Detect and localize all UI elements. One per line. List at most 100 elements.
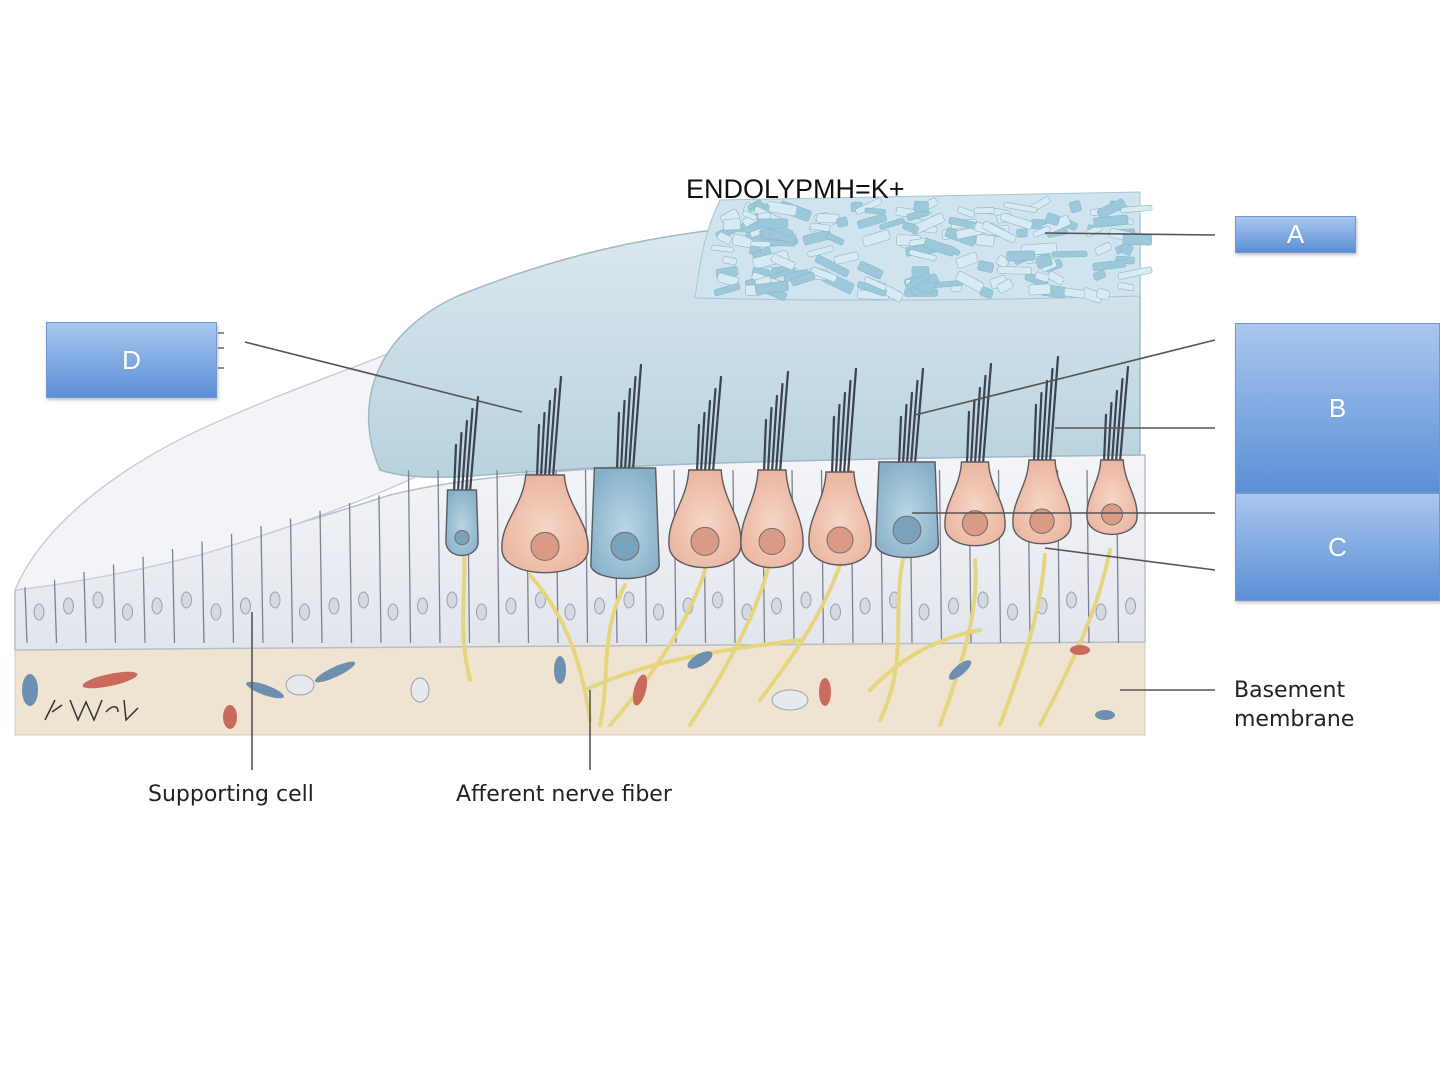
otoconia-crystal (996, 255, 1010, 269)
otoconia-crystal (1063, 287, 1086, 299)
stereocilium (551, 375, 563, 479)
stereocilium (774, 382, 784, 474)
supporting-cell-wall (201, 541, 205, 644)
supporting-cell-wall (112, 564, 117, 644)
stereocilium (535, 423, 541, 479)
supporting-cell-wall (24, 587, 28, 644)
supporting-cell-nuclei (33, 591, 1136, 621)
otoconia-crystal (1035, 254, 1053, 269)
label-basement-line1: Basement (1234, 678, 1346, 703)
otoconia-crystal (742, 210, 758, 221)
otoconia-crystal (713, 283, 741, 297)
otoconia-crystal (955, 252, 979, 269)
supporting-cell-wall (53, 579, 58, 644)
stereocilium (1036, 391, 1043, 464)
otoconia-crystal (863, 276, 887, 291)
otoconia-crystal (754, 280, 789, 295)
supporting-cell-nucleus (269, 591, 281, 609)
label-box-b: B (1235, 323, 1440, 493)
hair-cell-type-2 (874, 461, 940, 559)
hair-cell-type-1 (740, 469, 804, 569)
supporting-cell-wall (378, 495, 382, 644)
stereocilium (631, 363, 643, 472)
otoconia-crystal (1093, 214, 1129, 228)
label-box-a: A (1235, 216, 1356, 253)
stereocilium (452, 443, 458, 494)
supporting-cell-nucleus (918, 603, 930, 621)
stereocilium (460, 419, 469, 494)
otoconia-crystal (857, 260, 884, 280)
otoconia-crystal (1092, 259, 1126, 272)
supporting-cell-nucleus (1066, 591, 1077, 609)
supporting-cell-nucleus (712, 591, 723, 609)
otoconia-crystal (716, 272, 740, 287)
otoconia-crystal (1028, 283, 1052, 296)
hair-cell-type-1 (1012, 459, 1072, 545)
stereocilium (905, 391, 914, 466)
otoconia-crystal (1092, 269, 1107, 281)
stereocilium (615, 411, 621, 472)
otoconia-crystal (716, 231, 732, 245)
supporting-cell-nucleus (417, 597, 428, 615)
hair-cell-type-1 (668, 469, 742, 569)
stereocilium (1118, 365, 1130, 464)
otoconia-crystal (857, 213, 887, 229)
otoconia-crystal (1051, 250, 1088, 258)
otoconia-crystal (923, 238, 956, 257)
otoconia-crystal (975, 233, 995, 247)
otoconia-crystal (722, 256, 737, 266)
stereocilium (619, 399, 626, 472)
supporting-cell-nucleus (653, 603, 664, 621)
supporting-cell-nucleus (564, 603, 576, 621)
otoconia-crystal (1006, 250, 1036, 262)
hair-cell-nucleus (690, 526, 720, 556)
otoconia-crystal (1003, 201, 1037, 213)
otoconia-crystal (1069, 200, 1082, 213)
supporting-cell-nucleus (63, 597, 74, 615)
supporting-cell-wall (407, 469, 412, 644)
stereocilium (539, 411, 546, 479)
otoconia-crystal (1034, 271, 1050, 283)
supporting-cell-nucleus (33, 603, 45, 621)
supporting-cell-wall (348, 503, 353, 644)
otoconia-crystal (879, 217, 905, 230)
stereocilium (1102, 413, 1108, 464)
otoconia-crystal (722, 218, 741, 231)
otoconia-crystal (997, 266, 1032, 275)
label-basement-membrane: Basement membrane (1234, 676, 1354, 734)
supporting-cell-nucleus (535, 591, 546, 609)
stereocilium (1114, 377, 1124, 464)
otoconia-crystal (1016, 228, 1028, 238)
otoconia-crystal (955, 270, 985, 293)
stereocilium (838, 391, 847, 476)
supporting-cell-wall (319, 510, 323, 644)
otoconia-crystal (1096, 288, 1111, 301)
stereocilium (1048, 355, 1060, 464)
stereocilium (1032, 403, 1038, 464)
hair-cell-type-1 (944, 461, 1006, 547)
supporting-cell-nucleus (358, 591, 369, 609)
otoconia-crystal (1117, 282, 1135, 292)
supporting-cell-nucleus (181, 591, 192, 609)
supporting-cell-nucleus (977, 591, 989, 609)
supporting-cell-wall (938, 469, 943, 644)
supporting-cell-nucleus (476, 603, 487, 621)
otoconia-crystal (1120, 204, 1153, 214)
otoconia-crystal (1047, 271, 1065, 286)
supporting-cell-nucleus (948, 597, 959, 615)
supporting-cell-wall (142, 556, 146, 644)
otoconia-crystal (1033, 225, 1051, 238)
supporting-cell-nucleus (859, 597, 871, 615)
stereocilia-bundles (452, 355, 1130, 494)
supporting-cell-nucleus (210, 603, 222, 621)
otoconia-crystal (833, 251, 859, 265)
hair-cell-nucleus (961, 510, 989, 537)
hair-cell-type-2 (445, 489, 479, 557)
connective-tissue-layer (14, 639, 1146, 736)
stereocilium (1110, 389, 1119, 464)
hair-cell-type-2 (590, 467, 660, 580)
otoconia-crystal (913, 200, 929, 213)
stereocilium (965, 410, 971, 466)
otoconia-crystal (1117, 266, 1153, 280)
label-basement-line2: membrane (1234, 707, 1355, 732)
